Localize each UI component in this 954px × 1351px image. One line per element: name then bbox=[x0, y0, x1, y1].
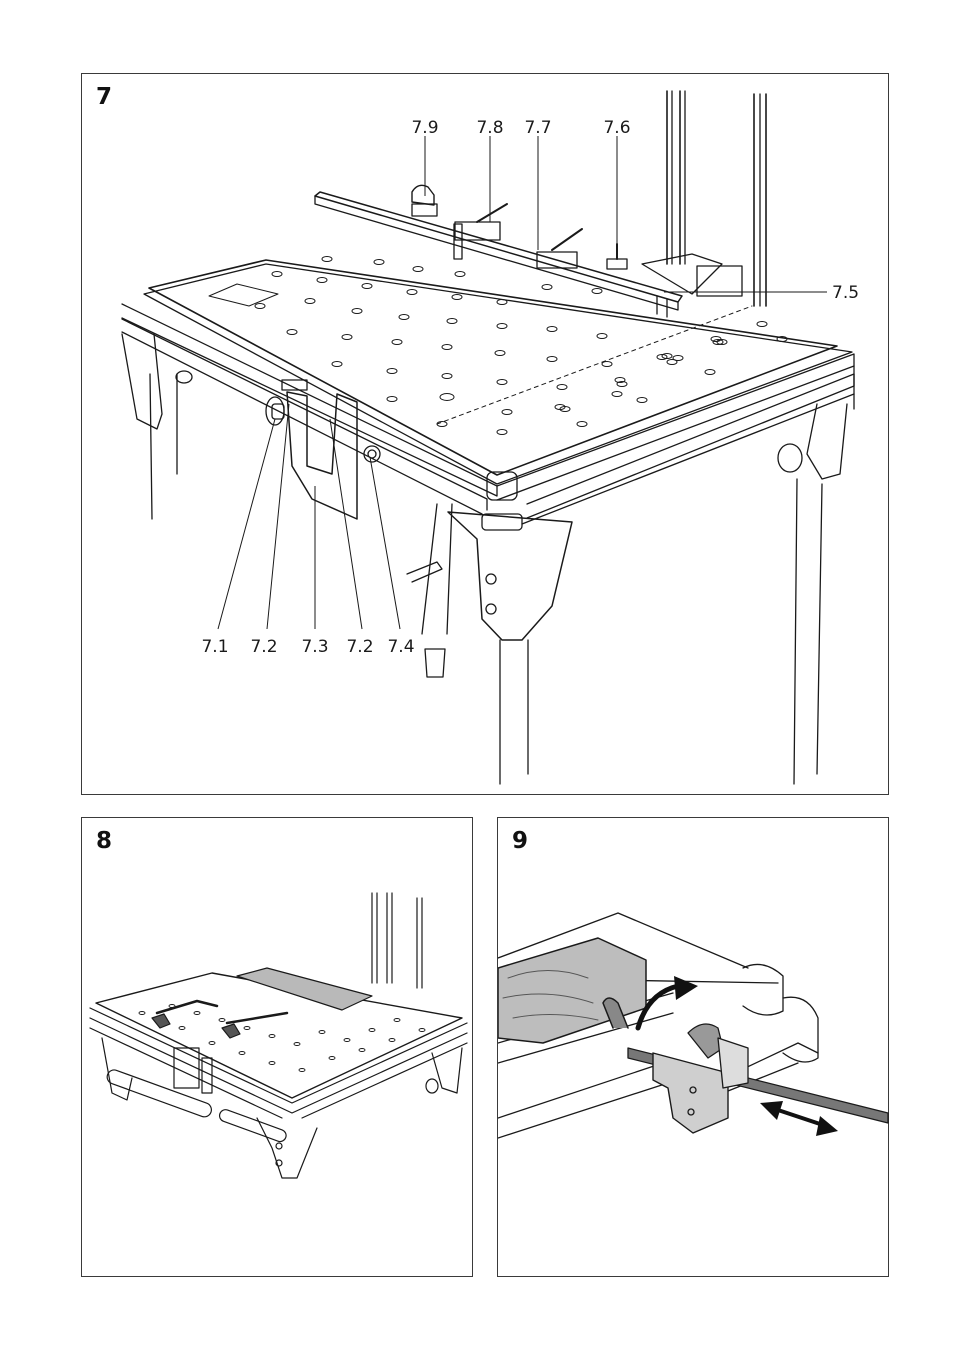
figure-8-drawing bbox=[82, 818, 474, 1278]
callout-7-8: 7.8 bbox=[476, 118, 503, 138]
callout-7-6: 7.6 bbox=[603, 118, 630, 138]
figure-7-panel: 7 bbox=[81, 73, 889, 795]
callout-7-5: 7.5 bbox=[832, 283, 859, 303]
callout-7-4: 7.4 bbox=[387, 637, 414, 657]
callout-7-3: 7.3 bbox=[301, 637, 328, 657]
figure-7-drawing: 7.9 7.8 7.7 7.6 7.5 7.1 7.2 7.3 7.2 7.4 bbox=[82, 74, 890, 796]
figure-9-panel: 9 bbox=[497, 817, 889, 1277]
figure-9-drawing bbox=[498, 818, 890, 1278]
figure-8-panel: 8 bbox=[81, 817, 473, 1277]
callout-7-1: 7.1 bbox=[201, 637, 228, 657]
callout-7-2-left: 7.2 bbox=[250, 637, 277, 657]
callout-7-2-right: 7.2 bbox=[346, 637, 373, 657]
callout-7-7: 7.7 bbox=[524, 118, 551, 138]
callout-7-9: 7.9 bbox=[411, 118, 438, 138]
